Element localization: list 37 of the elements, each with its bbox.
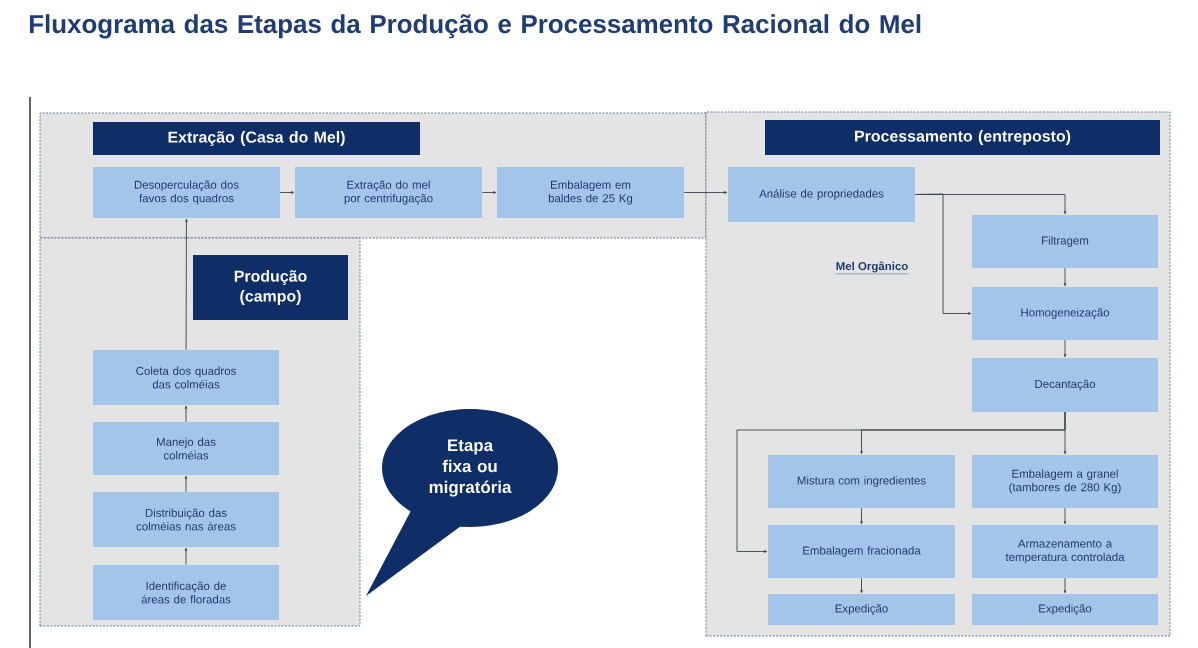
arrow bbox=[1063, 577, 1067, 594]
arrow bbox=[184, 547, 188, 566]
process-box: Expedição bbox=[768, 594, 955, 625]
process-box: Embalagem a granel (tambores de 280 Kg) bbox=[972, 455, 1158, 508]
panel-heading: Produção (campo) bbox=[193, 255, 348, 320]
process-box: Expedição bbox=[972, 594, 1158, 625]
process-box: Embalagem em baldes de 25 Kg bbox=[497, 167, 684, 218]
process-box: Desoperculação dos favos dos quadros bbox=[93, 167, 280, 218]
arrow bbox=[481, 191, 497, 194]
arrow bbox=[1063, 267, 1067, 287]
arrow bbox=[185, 218, 188, 351]
process-box: Armazenamento a temperatura controlada bbox=[972, 525, 1158, 578]
panel-heading: Extração (Casa do Mel) bbox=[93, 122, 420, 155]
process-box: Manejo das colméias bbox=[93, 422, 279, 475]
process-box: Mistura com ingredientes bbox=[768, 455, 955, 508]
arrow bbox=[1063, 339, 1067, 358]
process-box: Coleta dos quadros das colméias bbox=[93, 350, 279, 405]
arrow bbox=[683, 191, 728, 194]
process-box: Distribuição das colméias nas áreas bbox=[93, 492, 279, 547]
panel-heading: Processamento (entreposto) bbox=[765, 120, 1160, 155]
arrow bbox=[860, 577, 863, 594]
arrow bbox=[914, 193, 972, 315]
process-box: Decantação bbox=[972, 358, 1158, 412]
arrow bbox=[279, 191, 295, 194]
process-box: Homogeneização bbox=[972, 287, 1158, 340]
arrow bbox=[184, 475, 188, 493]
process-box: Filtragem bbox=[972, 215, 1158, 268]
process-box: Análise de propriedades bbox=[728, 167, 915, 222]
process-box: Embalagem fracionada bbox=[768, 525, 955, 578]
arrow bbox=[1063, 507, 1067, 525]
arrow bbox=[736, 411, 1066, 553]
title: Fluxograma das Etapas da Produção e Processamento Racional do Mel bbox=[29, 14, 921, 39]
arrow bbox=[184, 405, 188, 423]
speech-bubble: Etapa fixa ou migratória bbox=[366, 409, 558, 596]
arrow bbox=[860, 507, 863, 525]
process-box: Extração do mel por centrifugação bbox=[295, 167, 482, 218]
process-box: Identificação de áreas de floradas bbox=[93, 565, 279, 620]
